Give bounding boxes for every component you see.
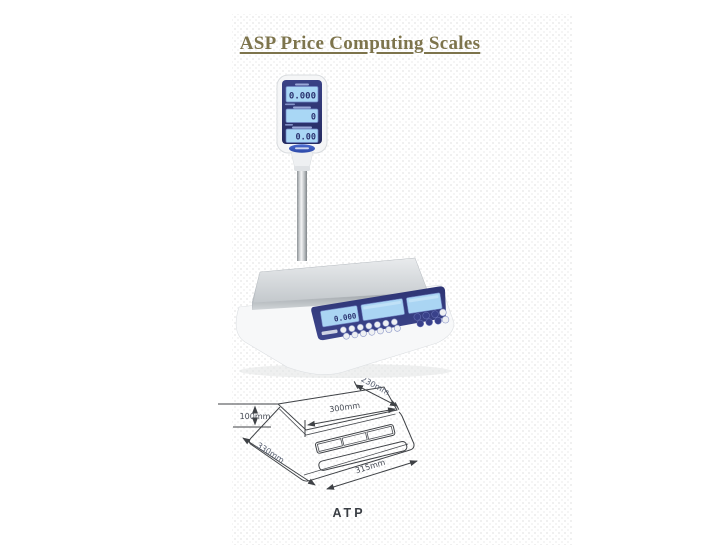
- pole-label-weight-bar: [295, 83, 309, 86]
- dim-base-depth-label: 330mm: [255, 441, 286, 465]
- dim-height: 100mm: [218, 403, 279, 428]
- dimension-diagram: 100mm 300mm 230mm 330mm 315mm: [218, 378, 418, 490]
- pole-label-total-price-bar: [292, 126, 312, 129]
- pole-display-head: 0.000 0 0.00: [276, 74, 328, 171]
- dim-platter-width-label: 300mm: [329, 401, 361, 414]
- page-title-link[interactable]: ASP Price Computing Scales: [239, 33, 481, 54]
- pole-weight-lcd: 0.000: [285, 86, 319, 103]
- front-keypad-panel: 0.000: [311, 286, 450, 341]
- dim-base-width: 315mm: [326, 458, 418, 490]
- pole-kg-mark: [285, 124, 293, 126]
- dim-platter-width: 300mm: [304, 401, 396, 437]
- numeric-keypad: [339, 318, 401, 340]
- pole-unit-mark: [285, 103, 295, 106]
- dim-base-width-label: 315mm: [354, 458, 386, 476]
- pole-weight-value: 0.000: [289, 92, 316, 102]
- display-pole: [297, 165, 307, 261]
- pole-label-unit-price-bar: [293, 106, 311, 109]
- dim-platter-depth: 230mm: [353, 378, 400, 410]
- function-keys: [413, 308, 450, 328]
- product-photo: 0.000 0 0.00: [235, 74, 455, 378]
- pole-total-price-value: 0.00: [296, 133, 316, 143]
- pole-unit-price-lcd: 0: [285, 108, 319, 123]
- diagram-caption: ATP: [332, 506, 366, 520]
- diagram-scale-outline: [248, 386, 415, 482]
- diagram-display-band: [315, 424, 396, 454]
- pole-total-price-lcd: 0.00: [285, 128, 319, 143]
- base-weight-lcd: 0.000: [320, 305, 360, 328]
- pole-unit-price-value: 0: [311, 113, 316, 123]
- dim-height-label: 100mm: [240, 412, 271, 421]
- dim-base-depth: 330mm: [242, 437, 316, 486]
- dim-platter-depth-label: 230mm: [359, 378, 391, 397]
- page-title: ASP Price Computing Scales: [160, 33, 560, 55]
- base-weight-value: 0.000: [333, 311, 357, 323]
- base-brand-mark: [321, 329, 338, 336]
